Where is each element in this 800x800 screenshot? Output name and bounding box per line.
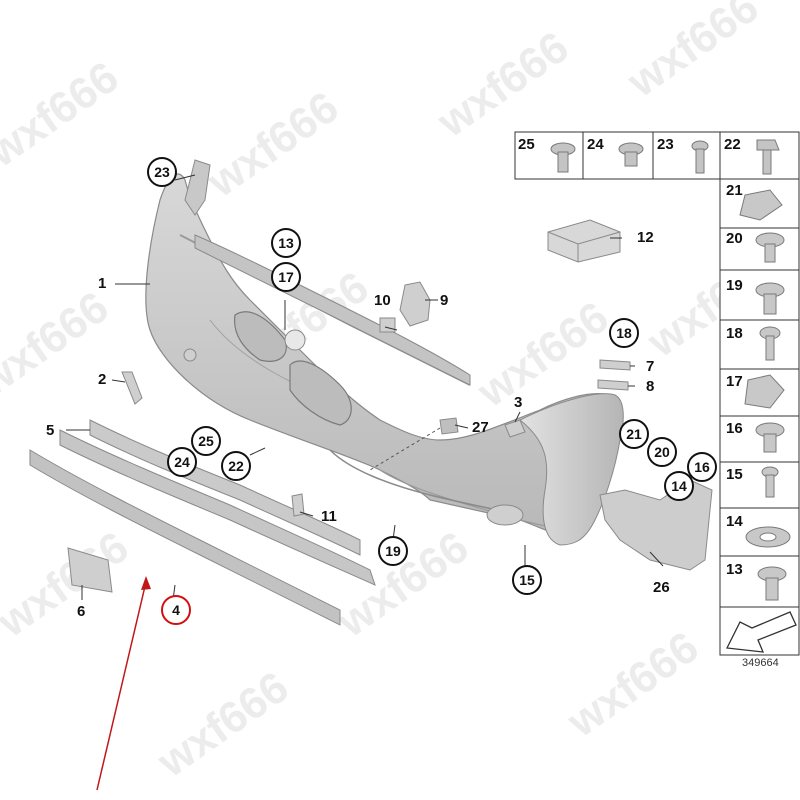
callout-19: 19 <box>378 536 408 566</box>
bracket-26 <box>599 479 713 571</box>
callout-7: 7 <box>646 358 655 375</box>
callout-20: 20 <box>647 437 677 467</box>
callout-10: 10 <box>374 292 391 309</box>
callout-22: 22 <box>221 451 251 481</box>
callout-24: 24 <box>167 447 197 477</box>
top-table-label-23: 23 <box>657 136 674 153</box>
callout-23: 23 <box>147 157 177 187</box>
strip-8 <box>597 379 629 391</box>
callout-9: 9 <box>440 292 449 309</box>
callout-15: 15 <box>512 565 542 595</box>
callout-14: 14 <box>664 471 694 501</box>
side-table-label-17: 17 <box>726 373 743 390</box>
red-pointer-arrow <box>96 576 151 791</box>
callout-13: 13 <box>271 228 301 258</box>
strip-7 <box>599 359 631 371</box>
direction-arrow-icon <box>726 611 797 653</box>
clip-10 <box>379 317 396 333</box>
side-table-label-13: 13 <box>726 561 743 578</box>
leader-lines <box>66 174 664 601</box>
callout-27: 27 <box>472 419 489 436</box>
side-table-label-19: 19 <box>726 277 743 294</box>
callout-8: 8 <box>646 378 655 395</box>
callout-18: 18 <box>609 318 639 348</box>
left-mount-bracket <box>184 159 211 216</box>
callout-25: 25 <box>191 426 221 456</box>
side-table-label-18: 18 <box>726 325 743 342</box>
front-bumper <box>145 173 617 539</box>
callout-12: 12 <box>637 229 654 246</box>
cover-6 <box>67 547 113 593</box>
callout-16: 16 <box>687 452 717 482</box>
side-table-label-21: 21 <box>726 182 743 199</box>
side-fastener-table <box>719 178 800 656</box>
top-table-label-22: 22 <box>724 136 741 153</box>
callout-17: 17 <box>271 262 301 292</box>
sensor-27 <box>439 417 459 435</box>
side-table-label-14: 14 <box>726 513 743 530</box>
callout-3: 3 <box>514 394 523 411</box>
clip-11 <box>291 493 305 517</box>
callout-4: 4 <box>172 602 180 618</box>
callout-1: 1 <box>98 275 107 292</box>
document-id: 349664 <box>742 657 779 669</box>
lower-grille-strips <box>29 419 376 626</box>
right-side-panel <box>519 393 624 546</box>
dashed-leader <box>369 427 441 471</box>
clip-2 <box>121 371 143 405</box>
callout-11: 11 <box>321 508 337 525</box>
callout-2: 2 <box>98 371 107 388</box>
fastener-icons-top <box>550 139 780 175</box>
top-table-label-24: 24 <box>587 136 604 153</box>
fastener-icons-side <box>739 189 791 601</box>
side-table-label-15: 15 <box>726 466 743 483</box>
callout-6: 6 <box>77 603 86 620</box>
callout-21: 21 <box>619 419 649 449</box>
callout-5: 5 <box>46 422 55 439</box>
bracket-9-10 <box>399 281 431 327</box>
side-table-label-16: 16 <box>726 420 743 437</box>
callout-4-highlighted: 4 <box>161 595 191 625</box>
side-table-label-20: 20 <box>726 230 743 247</box>
foam-block-12 <box>547 219 621 263</box>
top-table-label-25: 25 <box>518 136 535 153</box>
callout-26: 26 <box>653 579 670 596</box>
